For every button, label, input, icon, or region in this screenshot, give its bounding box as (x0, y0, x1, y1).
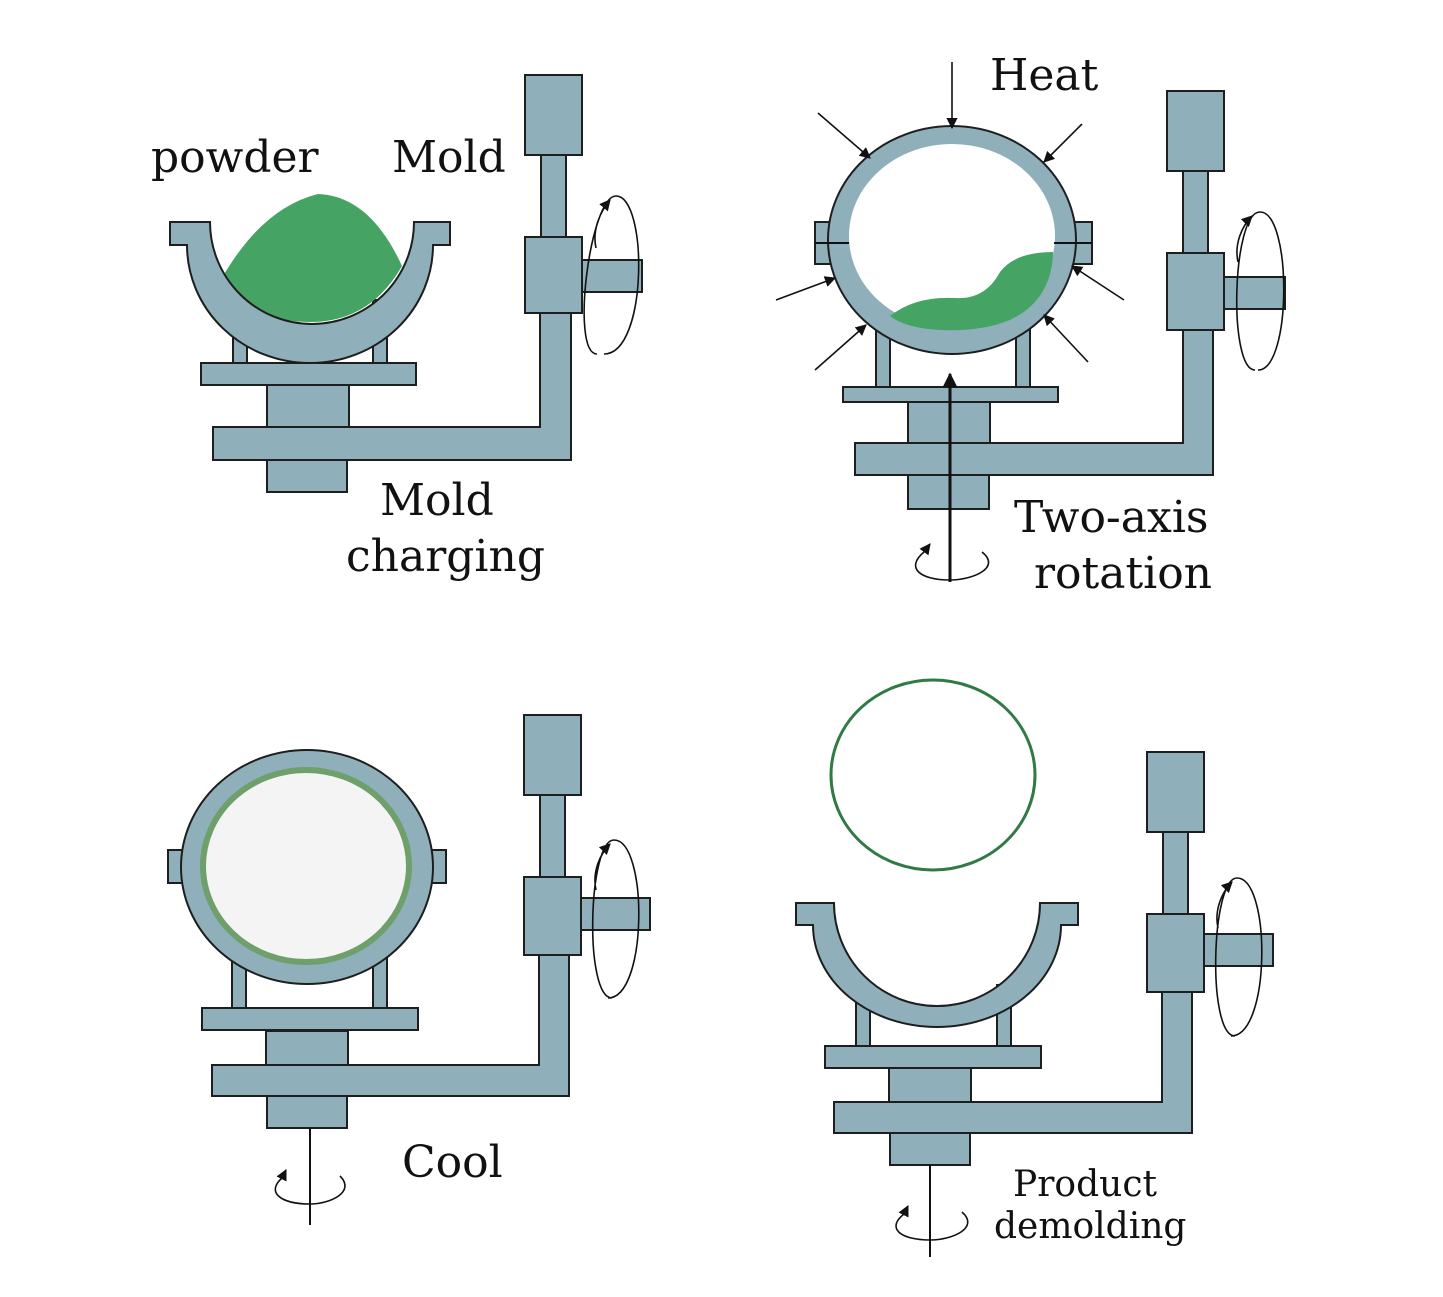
horizontal-rotation-arrow (1235, 212, 1285, 371)
motor-block (523, 714, 582, 796)
motor-block (1146, 751, 1205, 833)
horizontal-rotation-arrow (1214, 878, 1263, 1037)
spindle (580, 897, 651, 931)
support-plate (200, 362, 417, 386)
vertical-rotation-arrow (914, 543, 990, 581)
label-two-axis-line2: rotation (1034, 548, 1212, 599)
label-two-axis-line1: Two-axis (1014, 492, 1209, 543)
finished-product (829, 678, 1037, 872)
half-mold (169, 221, 451, 364)
rotation-arrow (583, 196, 640, 355)
label-cool: Cool (402, 1137, 503, 1188)
spindle (1203, 933, 1274, 967)
support-post-right (1015, 329, 1031, 388)
product-coating (200, 767, 412, 965)
vertical-rotation-arrow (895, 1204, 969, 1241)
panel-mold-charging: powder Mold Mold charging (151, 74, 643, 582)
gearbox (1166, 252, 1225, 331)
base-hub-upper (265, 1030, 349, 1066)
gearbox (1146, 913, 1205, 993)
label-mold-charging-line1: Mold (380, 475, 494, 526)
motor-shaft (540, 154, 567, 238)
support-plate (824, 1045, 1042, 1069)
panel-product-demolding: Product demolding (795, 678, 1274, 1257)
spindle (1223, 276, 1286, 310)
label-demolding-line1: Product (1013, 1164, 1157, 1205)
base-hub-upper (888, 1067, 972, 1103)
motor-block (1166, 90, 1225, 172)
motor-shaft (1162, 831, 1189, 915)
motor-shaft (1182, 170, 1209, 254)
gearbox (524, 236, 583, 314)
base-hub-lower (266, 459, 348, 493)
horizontal-rotation-arrow (591, 840, 640, 999)
heat-arrows (775, 62, 1125, 371)
powder-pile (222, 194, 402, 322)
motor-block (524, 74, 583, 156)
vertical-rotation-arrow (274, 1168, 346, 1205)
label-powder: powder (151, 132, 320, 183)
label-heat: Heat (990, 50, 1099, 101)
panel-cool: Cool (167, 714, 651, 1225)
half-mold (795, 902, 1079, 1028)
gearbox (523, 876, 582, 956)
base-hub-upper (266, 384, 350, 428)
label-mold: Mold (392, 132, 506, 183)
spindle (581, 259, 643, 293)
molten-powder (890, 252, 1053, 331)
base-hub-lower (266, 1095, 348, 1129)
label-demolding-line2: demolding (994, 1206, 1186, 1247)
panel-heat-rotation: Heat Two-axis rotation (775, 50, 1286, 599)
motor-shaft (539, 794, 566, 878)
support-plate (201, 1007, 419, 1031)
label-mold-charging-line2: charging (346, 531, 545, 582)
base-hub-lower (889, 1132, 971, 1166)
